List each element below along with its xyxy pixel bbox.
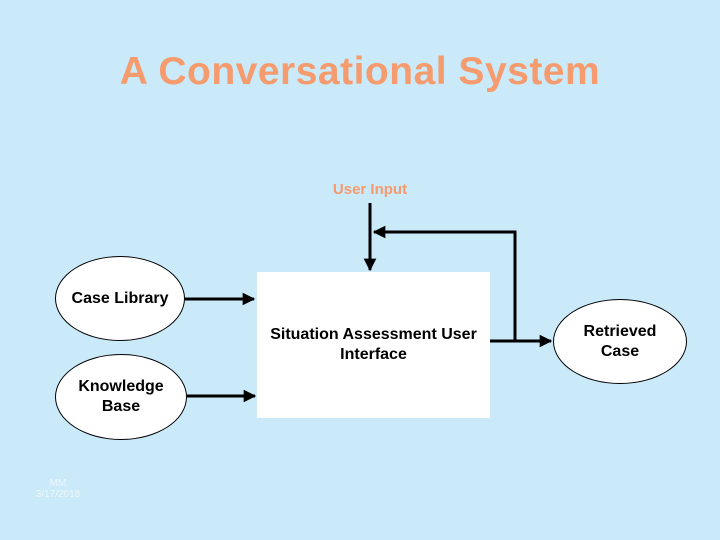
process-box-label: Situation Assessment User Interface xyxy=(270,326,477,363)
case-library-label: Case Library xyxy=(71,289,169,307)
user-input-label: User Input xyxy=(332,181,408,198)
knowledge-base-label: Knowledge Base xyxy=(78,378,164,415)
slide-title: A Conversational System xyxy=(119,50,601,93)
node-case-library: Case Library xyxy=(55,256,185,341)
node-retrieved-case: Retrieved Case xyxy=(553,299,687,384)
footer-initials: MM xyxy=(49,478,67,489)
retrieved-case-label: Retrieved Case xyxy=(583,322,657,360)
slide-footer: MM 3/17/2018 xyxy=(26,478,90,500)
footer-date: 3/17/2018 xyxy=(35,489,81,500)
node-knowledge-base: Knowledge Base xyxy=(55,354,187,440)
process-box: Situation Assessment User Interface xyxy=(257,272,490,418)
